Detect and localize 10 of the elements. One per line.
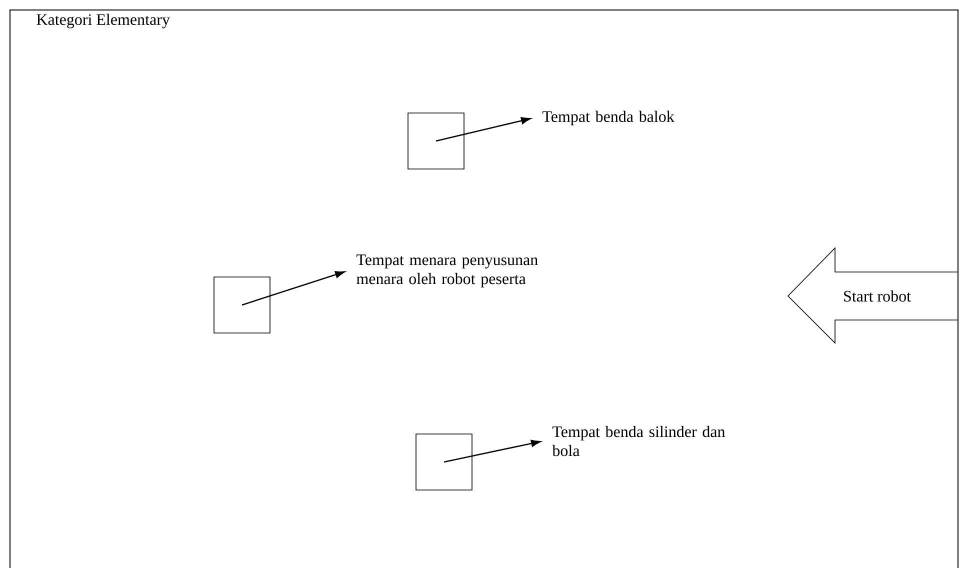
arrow xyxy=(444,440,541,463)
square xyxy=(408,112,464,170)
square xyxy=(214,276,270,334)
place-label: Tempat benda silinder dan bola xyxy=(552,426,726,456)
square xyxy=(416,434,472,490)
arrow xyxy=(242,271,345,306)
place-label: Tempat menara penyusunan menara oleh robot peserta xyxy=(356,254,538,288)
arrow xyxy=(436,117,531,142)
place-label: Tempat benda balok xyxy=(542,110,674,126)
frame-title: Kategori Elementary xyxy=(36,14,170,28)
